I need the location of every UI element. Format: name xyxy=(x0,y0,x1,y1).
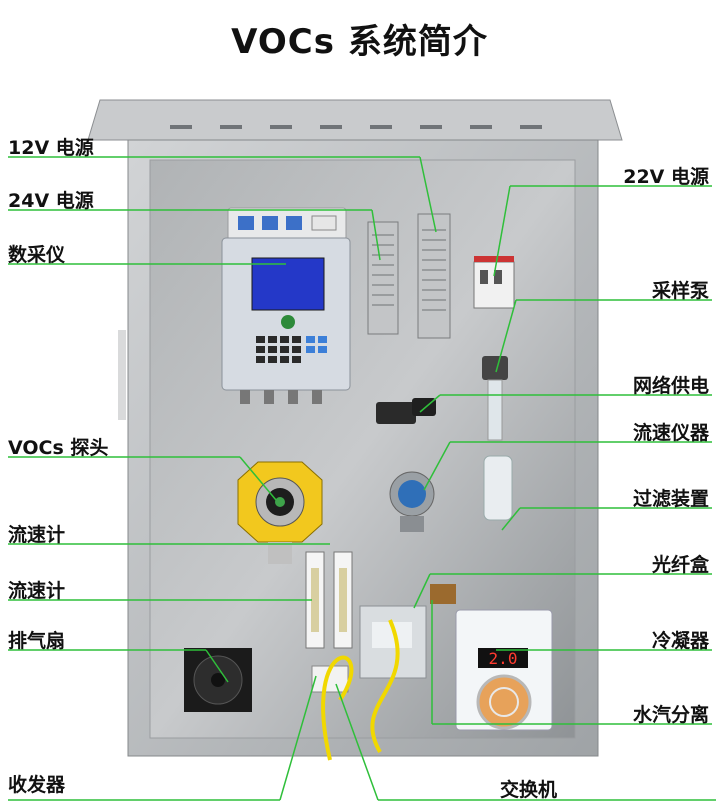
label-flow-instrument: 流速仪器 xyxy=(632,422,709,444)
leader-12v-tip xyxy=(419,156,437,233)
leader-filter-tip xyxy=(501,507,521,531)
label-22v-power: 22V 电源 xyxy=(623,166,709,188)
label-flowmeter-1: 流速计 xyxy=(8,524,66,546)
label-flowmeter-2: 流速计 xyxy=(8,580,66,602)
label-switch: 交换机 xyxy=(500,779,558,801)
label-daq: 数采仪 xyxy=(8,244,66,266)
label-24v-power: 24V 电源 xyxy=(8,190,94,212)
flow-instrument xyxy=(389,471,435,532)
leader-24v-tip xyxy=(371,209,381,261)
condenser: 2.0 xyxy=(455,609,553,731)
switch-and-cables xyxy=(311,584,456,761)
leader-probe-tip xyxy=(239,456,277,501)
poe-injector xyxy=(376,398,436,424)
daq-instrument xyxy=(221,237,351,404)
label-poe: 网络供电 xyxy=(632,375,709,397)
label-12v-power: 12V 电源 xyxy=(8,137,94,159)
leader-transceiver-tip xyxy=(279,675,317,801)
label-exhaust-fan: 排气扇 xyxy=(8,630,66,652)
circuit-breaker xyxy=(473,256,515,309)
leader-lines xyxy=(8,156,716,801)
label-transceiver: 收发器 xyxy=(8,774,66,796)
filter-device xyxy=(483,455,513,521)
leader-fan-tip xyxy=(205,649,229,683)
leader-poe-tip xyxy=(419,394,441,413)
power-supply-24v xyxy=(367,221,399,335)
label-fiber-box: 光纤盒 xyxy=(651,554,709,576)
power-strip xyxy=(227,207,347,241)
label-condenser: 冷凝器 xyxy=(651,630,709,652)
leader-pump-tip xyxy=(495,299,517,373)
label-sampling-pump: 采样泵 xyxy=(651,280,709,302)
page-title: VOCs 系统简介 xyxy=(231,22,488,62)
label-water-separator: 水汽分离 xyxy=(632,704,709,726)
label-filter: 过滤装置 xyxy=(632,488,709,510)
power-supply-12v xyxy=(417,213,451,339)
label-vocs-probe: VOCs 探头 xyxy=(8,437,109,459)
leader-22v-tip xyxy=(493,185,511,277)
fiber-box xyxy=(359,605,427,679)
leader-flowinst-tip xyxy=(423,441,451,491)
leader-switch-tip xyxy=(335,683,379,801)
flowmeter-tubes xyxy=(305,551,353,649)
condenser-display-text: 2.0 xyxy=(489,649,518,668)
leader-fiberbox-tip xyxy=(413,573,431,609)
exhaust-fan xyxy=(184,648,252,712)
